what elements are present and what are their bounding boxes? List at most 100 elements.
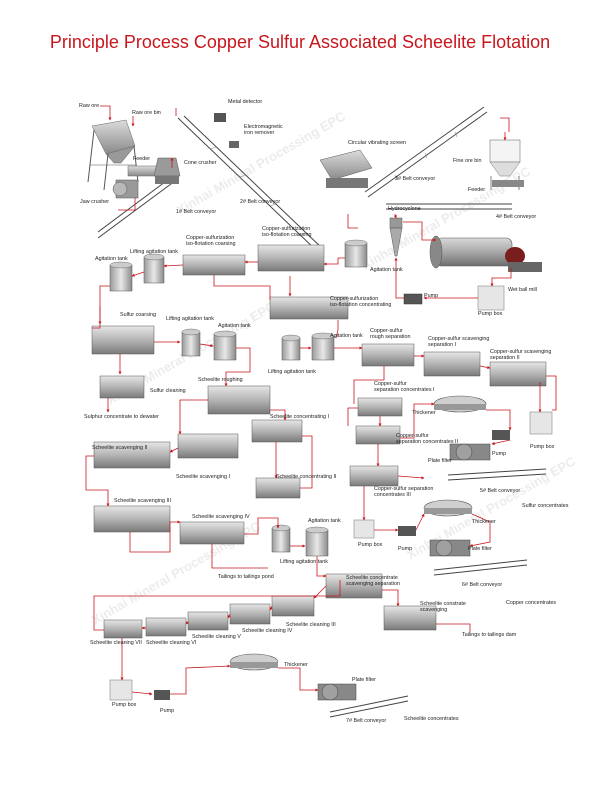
cell-bank-scheelite-roughing: [207, 385, 271, 415]
label-agitation-tank-4: Agitation tank: [330, 333, 363, 339]
label-belt-conveyor-4: 4# Belt conveyor: [496, 214, 536, 220]
label-sulfur-coarsing: Sulfur coarsing: [120, 312, 156, 318]
label-agitation-tank-1: Agitation tank: [95, 256, 128, 262]
label-pump-2: Pump: [492, 451, 506, 457]
label-belt-conveyor-5: 5# Belt conveyor: [480, 488, 520, 494]
label-agitation-tank-2: Agitation tank: [370, 267, 403, 273]
label-sulphur-concentrate-to-dewater: Sulphur concentrate to dewater: [84, 414, 159, 420]
cell-bank-scheelite-concentrating-1: [251, 419, 303, 443]
lifting-agitation-tank-1: [143, 253, 165, 284]
label-scheelite-roughing: Scheelite roughing: [198, 377, 243, 383]
pump-4: [154, 690, 170, 700]
agitation-tank-2: [344, 239, 368, 268]
thickener-1: [433, 395, 487, 413]
plate-filter-1: [449, 443, 491, 461]
label-hydrocyclone: Hydrocyclone: [388, 206, 421, 212]
lifting-agitation-tank-4: [271, 524, 291, 553]
plate-filter-2: [429, 539, 471, 557]
label-scheelite-cleaning-3: Scheelite cleaning III: [286, 622, 336, 628]
cell-bank-scheelite-scavenging-2: [93, 441, 171, 469]
electromagnetic-iron-remover: [229, 141, 239, 148]
label-belt-conveyor-6: 6# Belt conveyor: [462, 582, 502, 588]
label-pump-box-1: Pump box: [478, 311, 503, 317]
labels: Raw ore Raw ore bin Metal detector Elect…: [79, 99, 569, 724]
label-scheelite-cleaning-4: Scheelite cleaning IV: [242, 628, 293, 634]
cell-bank-scheelite-cleaning-4: [229, 603, 271, 625]
label-metal-detector: Metal detector: [228, 99, 262, 105]
label-jaw-crusher: Jaw crusher: [80, 199, 109, 205]
label-pump-box-2: Pump box: [530, 444, 555, 450]
pump-box-4: [109, 679, 133, 701]
label-pump-4: Pump: [160, 708, 174, 714]
pump-1: [403, 293, 423, 305]
agitation-tank-1: [109, 261, 133, 292]
cell-bank-copper-sulfur-concentrates-3: [349, 465, 399, 487]
feeder-1: [127, 165, 159, 177]
pump-box-3: [353, 519, 375, 539]
label-fine-ore-bin: Fine ore bin: [453, 158, 481, 164]
label-raw-ore: Raw ore: [79, 103, 99, 109]
page-title: Principle Process Copper Sulfur Associat…: [49, 32, 551, 52]
label-wet-ball-mill: Wet ball mill: [508, 287, 537, 293]
cell-bank-copper-sulfur-concentrates-1: [357, 397, 403, 417]
label-cone-crusher: Cone crusher: [184, 160, 217, 166]
agitation-tank-3: [213, 330, 237, 361]
pump-box-2: [529, 411, 553, 435]
label-sulfur-cleaning: Sulfur cleaning: [150, 388, 186, 394]
jaw-crusher: [112, 179, 139, 199]
label-belt-conveyor-7: 7# Belt conveyor: [346, 718, 386, 724]
cell-bank-sulfur-cleaning: [99, 375, 145, 399]
label-scheelite-scavenging-4: Scheelite scavenging IV: [192, 514, 250, 520]
label-belt-conveyor-2: 2# Belt conveyor: [240, 199, 280, 205]
label-thickener-2: Thickener: [472, 519, 496, 525]
pump-box-1: [477, 285, 505, 311]
label-scheelite-cleaning-5: Scheelite cleaning V: [192, 634, 241, 640]
label-pump-box-4: Pump box: [112, 702, 137, 708]
cell-bank-copper-sulfur-rough-separation: [361, 343, 415, 367]
belt-conveyor-4: [386, 203, 512, 210]
agitation-tank-4: [311, 332, 335, 361]
label-scheelite-scavenging-1: Scheelite scavenging I: [176, 474, 230, 480]
label-pump-box-3: Pump box: [358, 542, 383, 548]
label-scheelite-cleaning-6: Scheelite cleaning VI: [146, 640, 196, 646]
label-sulfur-concentrates: Sulfur concentrates: [522, 503, 569, 509]
label-lifting-agitation-tank-3: Lifting agitation tank: [268, 369, 316, 375]
label-scheelite-cleaning-7: Scheelite cleaning VII: [90, 640, 142, 646]
cell-bank-scheelite-cleaning-6: [145, 617, 187, 637]
label-belt-conveyor-1: 1# Belt conveyor: [176, 209, 216, 215]
label-feeder-2: Feeder: [468, 187, 485, 193]
label-plate-filter-3: Plate filter: [352, 677, 376, 683]
cell-bank-scheelite-cleaning-7: [103, 619, 143, 639]
cell-bank-scheelite-scavenging-3: [93, 505, 171, 533]
flow-lines: [85, 105, 557, 696]
cell-bank-scheelite-cleaning-3: [271, 595, 315, 617]
label-copper-concentrates: Copper concentrates: [506, 600, 556, 606]
cell-bank-scheelite-concentrate-scavenging: [383, 605, 437, 631]
thickener-3: [229, 653, 279, 671]
belt-conveyor-1: [97, 175, 176, 239]
pump-2: [492, 430, 510, 440]
label-agitation-tank-3: Agitation tank: [218, 323, 251, 329]
label-lifting-agitation-tank-2: Lifting agitation tank: [166, 316, 214, 322]
cell-bank-copper-sulfurization-concentrating: [269, 296, 349, 320]
cell-bank-scheelite-concentrate-scavenging-separation: [325, 573, 383, 599]
raw-ore-bin: [87, 119, 139, 191]
cell-bank-copper-sulfurization-coarsing-2: [257, 244, 325, 272]
label-scheelite-scavenging-2: Scheelite scavenging II: [92, 445, 147, 451]
label-plate-filter-2: Plate filter: [468, 546, 492, 552]
cell-bank-sulfur-coarsing: [91, 325, 155, 355]
label-scheelite-concentrates: Scheelite concentrates: [404, 716, 459, 722]
label-scheelite-concentrating-1: Scheelite concentrating I: [270, 414, 329, 420]
belt-conveyor-3: [364, 106, 488, 198]
cell-bank-scheelite-scavenging-4: [179, 521, 245, 545]
cell-bank-copper-sulfur-scavenging-1: [423, 351, 481, 377]
label-raw-ore-bin: Raw ore bin: [132, 110, 161, 116]
label-lifting-agitation-tank-4: Lifting agitation tank: [280, 559, 328, 565]
